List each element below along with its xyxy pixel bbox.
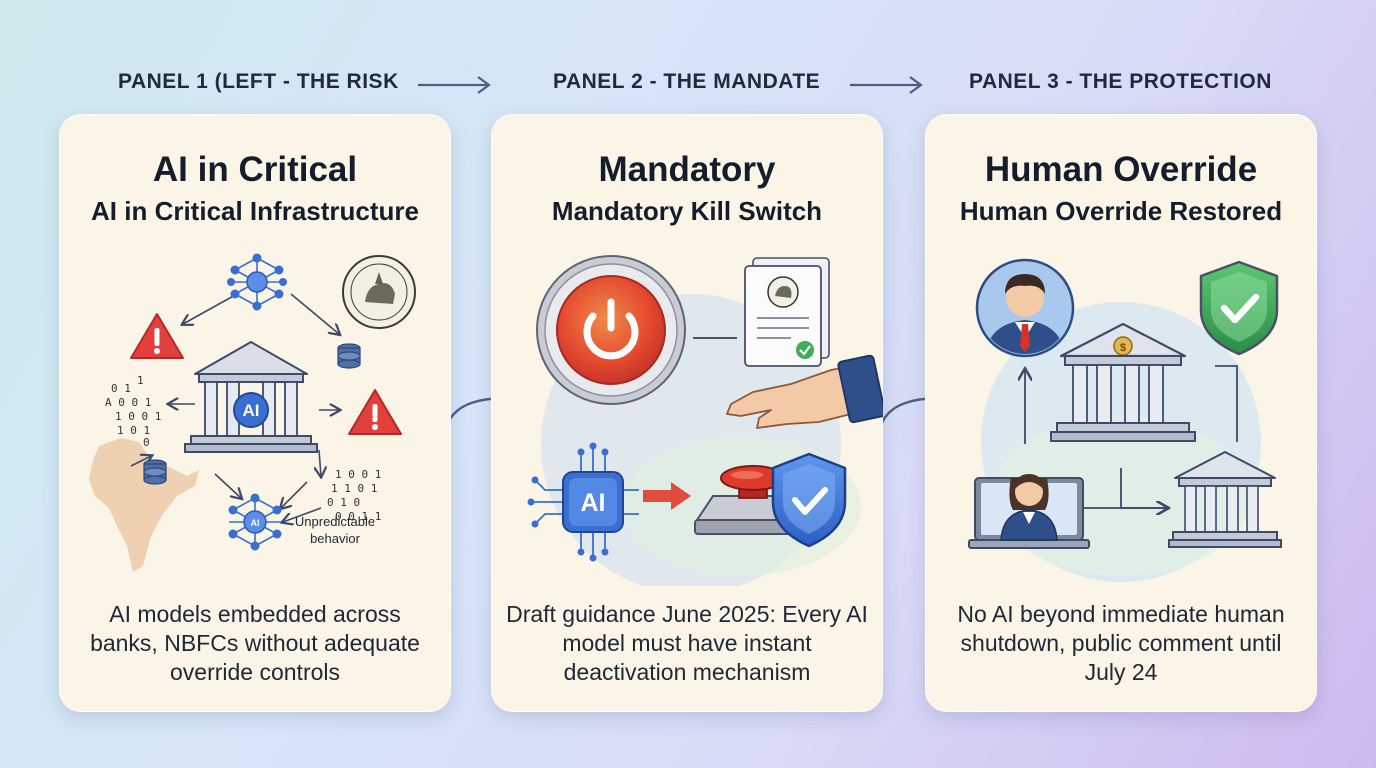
database-icon [143,459,167,485]
warning-icon [348,389,402,435]
panel-2-heading: PANEL 2 - THE MANDATE [553,70,821,93]
panel-2-description: Draft guidance June 2025: Every AI model… [506,601,868,685]
panel-2-subtitle: Mandatory Kill Switch [551,196,823,226]
panel-3-title: Human Override [984,150,1258,189]
warning-icon [130,313,184,359]
panel-1-heading: PANEL 1 (LEFT - THE RISK [118,70,399,93]
binary-code-icon: 1 0 0 11 1 0 1 0 1 00 0 1 1 [327,468,381,523]
panel-1-subtitle: AI in Critical Infrastructure [91,196,419,226]
svg-text:1 0 1: 1 0 1 [117,424,150,437]
panel-2-illustration: AI [527,255,883,586]
document-icon [744,257,830,367]
svg-text:0 1: 0 1 [111,382,131,395]
svg-text:1 0 0 1: 1 0 0 1 [335,468,381,481]
svg-text:1 1 0 1: 1 1 0 1 [331,482,377,495]
power-button-icon [536,255,686,405]
ai-badge-label: AI [243,401,260,420]
ai-chip-label: AI [581,489,606,517]
behavior-label: behavior [310,531,361,546]
ai-node-label: AI [251,518,260,528]
svg-text:A 0 0 1: A 0 0 1 [105,396,151,409]
bank-building-icon [1168,451,1282,548]
binary-code-icon: 0 1 1 A 0 0 11 0 0 1 1 0 10 [105,374,161,449]
panel-3-subtitle: Human Override Restored [959,196,1283,226]
neural-network-icon [227,253,287,311]
flow-arrow-icon [850,76,923,94]
neural-network-icon: AI [228,493,282,551]
panel-1-card: AI in Critical AI in Critical Infrastruc… [59,114,451,712]
panel-3-illustration: $ [968,258,1282,582]
panel-2-card: Mandatory Mandatory Kill Switch [491,114,883,712]
operator-icon [968,474,1090,549]
seal-icon [342,255,416,329]
bank-building-icon: AI [184,341,318,453]
shield-check-icon [1199,260,1279,356]
panel-3-card: Human Override Human Override Restored [925,114,1317,712]
bank-building-icon: $ [1050,322,1196,442]
panel-1-title: AI in Critical [152,150,358,189]
panel-1-description: AI models embedded across banks, NBFCs w… [90,601,420,685]
india-map-icon [89,438,199,572]
svg-text:1 0 0 1: 1 0 0 1 [115,410,161,423]
ai-chip-icon: AI [527,442,639,562]
shield-check-icon [771,452,847,548]
coin-label: $ [1120,342,1126,354]
unpredictable-label: Unpredictable [295,514,375,529]
panel-3-heading: PANEL 3 - THE PROTECTION [969,70,1272,93]
database-icon [337,343,361,369]
panel-3-description: No AI beyond immediate human shutdown, p… [957,601,1285,685]
hand-icon [726,354,883,429]
svg-text:1: 1 [137,374,144,387]
person-icon [975,258,1075,358]
panel-1-illustration: 0 11 A 0 0 11 0 0 1 1 0 10 1 0 0 11 1 0 … [89,253,416,572]
panel-2-title: Mandatory [598,150,776,189]
flow-arrow-icon [418,76,491,94]
svg-text:0 0 1 1: 0 0 1 1 [335,510,381,523]
svg-text:0 1 0: 0 1 0 [327,496,360,509]
svg-text:0: 0 [143,436,150,449]
